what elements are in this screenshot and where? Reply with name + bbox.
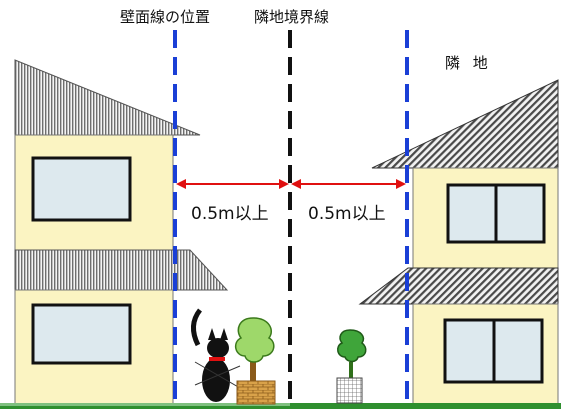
boundary-line-label: 隣地境界線 <box>254 8 330 26</box>
wall-line-label: 壁面線の位置 <box>120 8 211 26</box>
right-lower-roof <box>358 267 559 305</box>
left-upper-roof <box>14 59 201 136</box>
distance-label-right: 0.5m以上 <box>308 204 386 224</box>
right-lower-window <box>443 318 544 384</box>
right-upper-window <box>446 183 546 244</box>
right-upper-roof <box>371 79 559 169</box>
right-house <box>358 79 559 407</box>
tree-left <box>234 317 276 405</box>
cat-figure <box>191 308 241 402</box>
arrow-left <box>176 179 289 189</box>
left-lower-roof <box>14 249 229 291</box>
ground-left-light <box>0 403 290 406</box>
tree-right <box>336 329 367 404</box>
left-upper-window <box>31 156 132 222</box>
neighbor-land-label: 隣 地 <box>445 54 492 72</box>
left-house <box>14 59 229 407</box>
arrow-right <box>291 179 406 189</box>
distance-label-left: 0.5m以上 <box>191 204 269 224</box>
left-lower-window <box>31 303 132 365</box>
